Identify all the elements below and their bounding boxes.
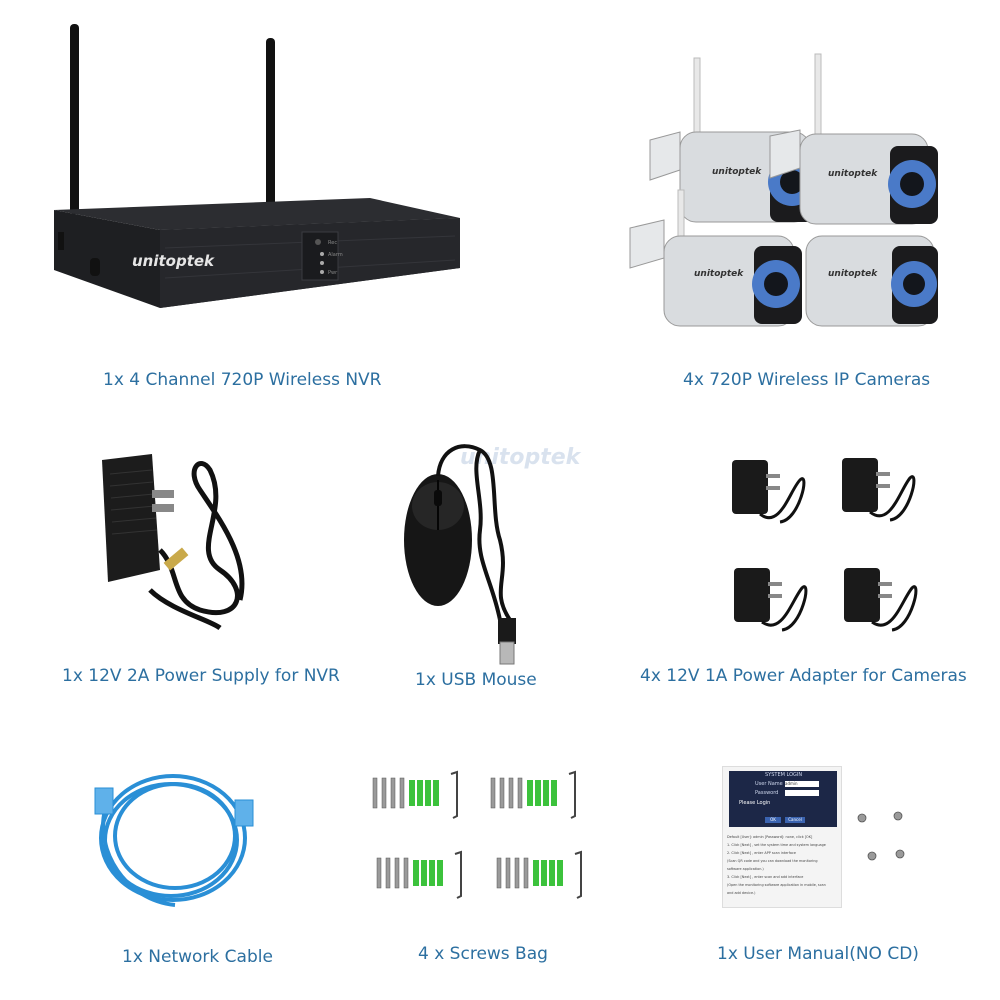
camera-2: unitoptek: [769, 53, 938, 225]
nvr-caption: 1x 4 Channel 720P Wireless NVR: [103, 370, 382, 390]
screws-bags-image: [372, 771, 582, 899]
manual-line-8: and add device.): [727, 891, 756, 895]
user-manual-image: SYSTEM LOGIN User Name admin Password Pl…: [722, 766, 842, 908]
cam-power-caption: 4x 12V 1A Power Adapter for Cameras: [640, 666, 967, 686]
manual-line-2: 1. Click [Next] , set the system time an…: [727, 843, 826, 847]
manual-user-value: admin: [785, 781, 819, 787]
network-cable-image: [94, 774, 254, 907]
manual-user-label: User Name: [755, 781, 783, 787]
cameras-image: unitoptek unitoptek unitoptek unitoptek: [629, 53, 938, 327]
antenna-left: [70, 24, 79, 214]
usb-mouse-image: unitoptek: [404, 444, 582, 665]
manual-login-prompt: Please Login: [739, 800, 771, 806]
nvr-image: Rec Alarm Pwr unitoptek: [54, 24, 460, 308]
mouse-caption: 1x USB Mouse: [415, 670, 537, 690]
camera-1-logo: unitoptek: [712, 167, 762, 177]
screw-set-3: [376, 851, 462, 899]
camera-4-logo: unitoptek: [828, 269, 878, 279]
camera-2-logo: unitoptek: [828, 169, 878, 179]
manual-line-1: Default [User]: admin [Password]: none, …: [727, 835, 813, 839]
nvr-led-alarm: Alarm: [328, 252, 343, 258]
manual-line-7: (Open the monitoring software applicatio…: [727, 883, 826, 887]
cable-caption: 1x Network Cable: [122, 947, 273, 967]
camera-3: unitoptek: [629, 189, 802, 327]
rj45-connector-right: [234, 799, 254, 827]
manual-line-5: software application.): [727, 867, 764, 871]
manual-dialog-title: SYSTEM LOGIN: [765, 772, 803, 778]
nvr-brand-logo: unitoptek: [132, 252, 215, 270]
adapter-3: [734, 568, 808, 632]
rj45-connector-left: [94, 787, 114, 815]
manual-caption: 1x User Manual(NO CD): [717, 944, 919, 964]
camera-3-logo: unitoptek: [694, 269, 744, 279]
manual-small-screws: [857, 811, 905, 861]
nvr-led-pwr: Pwr: [328, 270, 338, 276]
screws-caption: 4 x Screws Bag: [418, 944, 548, 964]
antenna-right: [266, 38, 275, 214]
manual-password-label: Password: [755, 790, 779, 796]
adapter-1: [732, 460, 806, 524]
nvr-power-supply-image: [102, 454, 245, 631]
nvr-led-rec: Rec: [328, 240, 337, 246]
adapter-2: [842, 458, 916, 522]
manual-cancel-button: Cancel: [785, 817, 805, 823]
screw-set-1: [372, 771, 458, 819]
manual-login-dialog: SYSTEM LOGIN User Name admin Password Pl…: [729, 771, 837, 827]
screw-set-2: [490, 771, 576, 819]
camera-4: unitoptek: [805, 235, 938, 327]
manual-ok-button: OK: [765, 817, 781, 823]
adapter-4: [844, 568, 918, 632]
screw-set-4: [496, 851, 582, 899]
nvr-power-caption: 1x 12V 2A Power Supply for NVR: [62, 666, 340, 686]
manual-line-4: (Scan QR code and you can download the m…: [727, 859, 818, 863]
manual-line-6: 3. Click [Next] , enter scan and add int…: [727, 875, 804, 879]
cameras-caption: 4x 720P Wireless IP Cameras: [683, 370, 931, 390]
camera-power-adapters-image: [732, 458, 918, 632]
manual-line-3: 2. Click [Next] , enter APP scan interfa…: [727, 851, 796, 855]
